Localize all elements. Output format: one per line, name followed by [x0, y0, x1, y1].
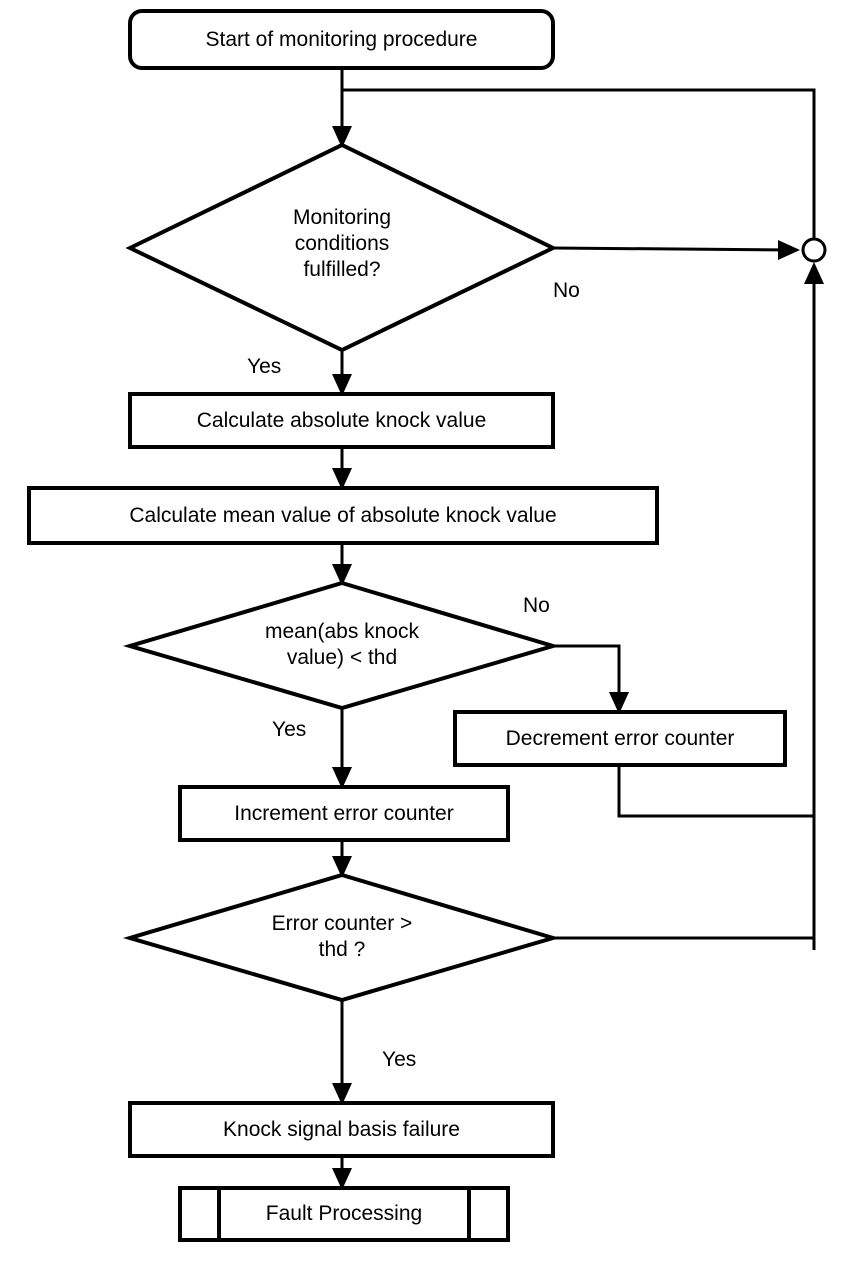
arrowhead-calcmean-to-decisionmean: [332, 564, 352, 586]
arrowhead-counter-yes: [332, 1083, 352, 1105]
node-increment-error-counter[interactable]: [178, 785, 510, 842]
arrowhead-monitoring-yes: [332, 374, 352, 396]
node-decrement-error-counter[interactable]: [453, 710, 787, 767]
edge-label-monitoring-no: No: [553, 279, 580, 302]
arrowhead-increment-to-decisioncounter: [332, 856, 352, 878]
node-calculate-absolute-knock-value[interactable]: [128, 392, 555, 449]
edge-monitoring-no: [552, 246, 794, 252]
arrowhead-monitoring-no: [778, 240, 800, 260]
node-start[interactable]: [128, 9, 555, 70]
arrowhead-return-into-junction: [804, 262, 824, 284]
node-knock-signal-basis-failure[interactable]: [128, 1101, 555, 1158]
edge-label-mean-yes: Yes: [272, 718, 307, 741]
arrowhead-failure-to-fault: [332, 1168, 352, 1190]
edge-label-mean-no: No: [523, 594, 550, 617]
node-fault-processing[interactable]: [178, 1186, 510, 1242]
edge-label-monitoring-yes: Yes: [247, 355, 282, 378]
arrowhead-calcabs-to-calcmean: [332, 468, 352, 490]
edge-label-counter-yes: Yes: [382, 1048, 417, 1071]
edge-counter-no-return: [553, 824, 816, 940]
node-decision-monitoring[interactable]: [125, 142, 558, 353]
edge-top-return-line: [342, 88, 816, 238]
node-calculate-mean-value[interactable]: [27, 486, 659, 545]
arrowhead-mean-no: [609, 692, 629, 714]
edge-decrement-to-return: [617, 765, 814, 818]
arrowhead-start-to-monitoring: [332, 126, 352, 148]
edge-mean-no: [553, 644, 621, 705]
node-decision-error-counter-threshold[interactable]: [122, 872, 561, 1003]
node-decision-mean-threshold[interactable]: [122, 580, 561, 711]
junction-circle: [801, 237, 827, 263]
arrowhead-mean-yes: [332, 767, 352, 789]
